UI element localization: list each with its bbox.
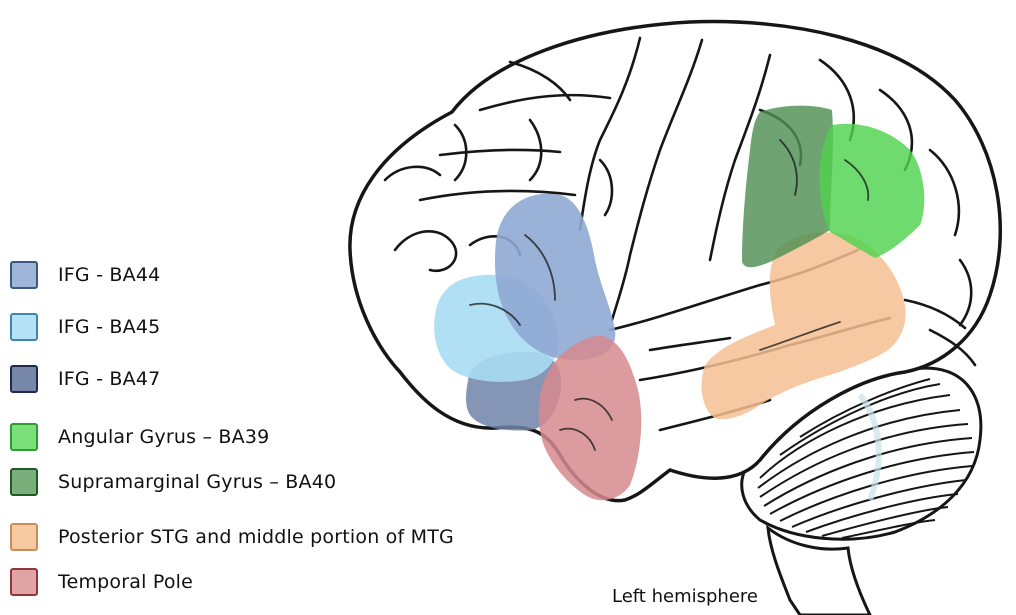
legend-swatch (10, 568, 38, 596)
legend-label: Posterior STG and middle portion of MTG (58, 526, 454, 548)
legend-item-ba40: Supramarginal Gyrus – BA40 (10, 465, 336, 499)
legend-label: IFG - BA47 (58, 368, 160, 390)
legend-label: Supramarginal Gyrus – BA40 (58, 471, 336, 493)
legend-item-ba45: IFG - BA45 (10, 310, 160, 344)
legend-swatch (10, 523, 38, 551)
legend-swatch (10, 365, 38, 393)
legend-label: IFG - BA44 (58, 264, 160, 286)
legend-swatch (10, 468, 38, 496)
legend-swatch (10, 313, 38, 341)
legend-item-ba47: IFG - BA47 (10, 362, 160, 396)
legend-swatch (10, 261, 38, 289)
legend-item-ba44: IFG - BA44 (10, 258, 160, 292)
legend-label: IFG - BA45 (58, 316, 160, 338)
hemisphere-caption: Left hemisphere (612, 586, 758, 607)
legend-item-stg-mtg: Posterior STG and middle portion of MTG (10, 520, 454, 554)
legend-swatch (10, 423, 38, 451)
legend-item-temporal-pole: Temporal Pole (10, 565, 193, 599)
legend-label: Temporal Pole (58, 571, 193, 593)
legend-label: Angular Gyrus – BA39 (58, 426, 269, 448)
legend-item-ba39: Angular Gyrus – BA39 (10, 420, 269, 454)
brainstem (768, 528, 870, 615)
